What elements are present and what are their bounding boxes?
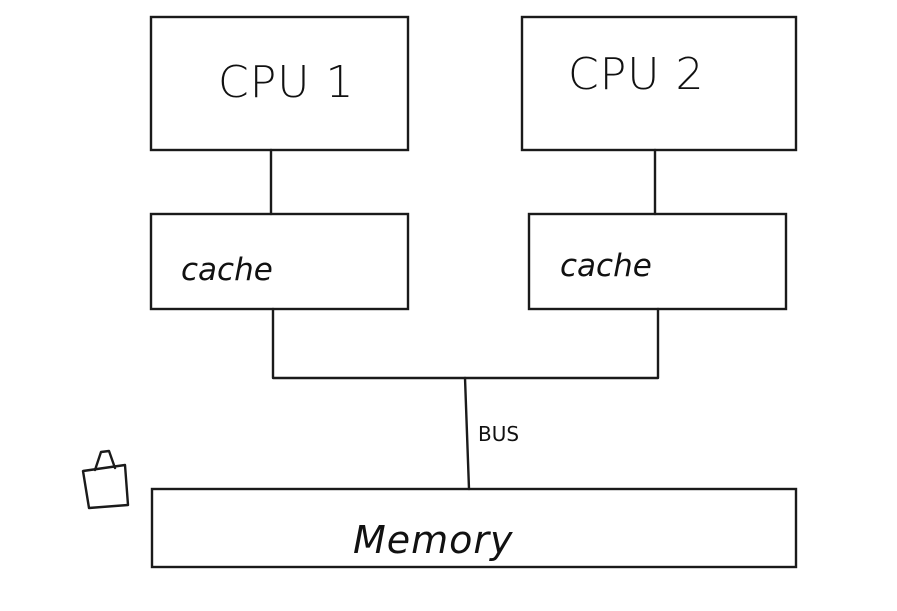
memory-label: Memory (353, 518, 514, 562)
memory-box (150, 487, 798, 569)
cache1-box (149, 212, 410, 311)
cache2-box (527, 212, 788, 311)
cpu1-box (149, 15, 410, 152)
cache1-label: cache (181, 252, 273, 288)
cache2-label: cache (560, 248, 652, 284)
cpu2-box (520, 15, 798, 152)
cache-bus-connector (271, 307, 660, 380)
cpu2-label: CPU 2 (568, 49, 704, 100)
cpu1-label: CPU 1 (218, 57, 354, 108)
bus-memory-link (463, 376, 471, 491)
bag-icon (81, 449, 130, 510)
bus-label: BUS (478, 422, 519, 446)
